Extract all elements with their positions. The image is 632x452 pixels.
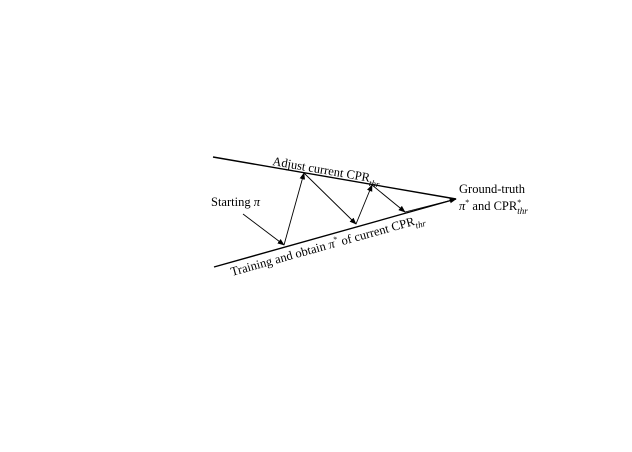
adjust-label: Adjust current CPRthr xyxy=(271,154,382,189)
lower-boundary-line xyxy=(213,198,457,268)
adjust-label-subscript: thr xyxy=(368,178,381,190)
goal-label-symbol: π xyxy=(459,199,466,213)
iteration-arrow-4 xyxy=(371,184,406,213)
training-label: Training and obtain π* of current CPRthr xyxy=(229,210,428,281)
goal-label-line2: π* and CPR*thr xyxy=(459,198,528,216)
starting-arrow xyxy=(242,213,285,246)
goal-label-sup1: * xyxy=(465,198,469,207)
training-label-middle: of current CPR xyxy=(336,214,416,249)
goal-label-middle: and CPR xyxy=(469,199,518,213)
upper-boundary-line xyxy=(212,156,457,200)
training-label-sup: * xyxy=(332,234,338,244)
starting-label: Starting π xyxy=(211,195,261,209)
goal-label-subscript: thr xyxy=(517,206,528,216)
training-label-subscript: thr xyxy=(414,218,427,231)
goal-label-line1: Ground-truth xyxy=(459,182,526,196)
training-label-symbol: π xyxy=(327,236,338,251)
iteration-arrow-2 xyxy=(303,172,357,225)
adjust-label-text: Adjust current CPR xyxy=(271,154,371,185)
starting-label-symbol: π xyxy=(254,195,261,209)
iteration-arrow-3 xyxy=(355,184,373,225)
iteration-arrow-1 xyxy=(283,172,306,246)
starting-label-text: Starting xyxy=(211,195,254,209)
iteration-arrow-5 xyxy=(404,197,457,213)
goal-label-sup2: * xyxy=(517,198,521,207)
